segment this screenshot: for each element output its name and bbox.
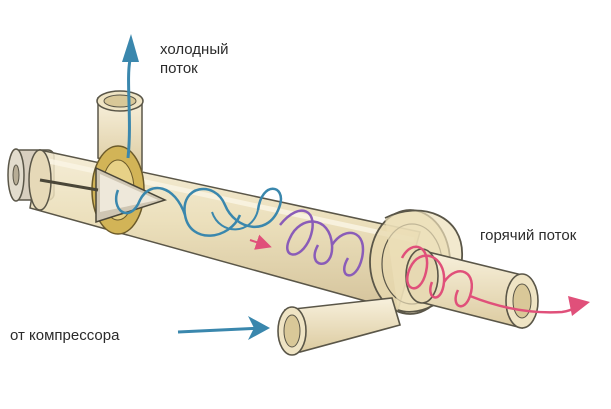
cold-flow-label-line1: холодный: [160, 41, 229, 58]
valve-cone: [39, 166, 168, 224]
cold-flow-path: [115, 34, 283, 237]
main-tube: [28, 149, 421, 311]
hot-flow-path: [400, 245, 590, 316]
warm-flow-path: [249, 209, 365, 277]
hot-flow-label: горячий поток: [480, 227, 577, 244]
compressor-label: от компрессора: [10, 327, 120, 344]
cold-flow-label: холодный поток: [160, 40, 228, 78]
compressor-inlet-pipe: [277, 297, 401, 356]
compressor-flow-arrow: [177, 316, 270, 340]
cold-flow-label-line2: поток: [160, 60, 198, 77]
